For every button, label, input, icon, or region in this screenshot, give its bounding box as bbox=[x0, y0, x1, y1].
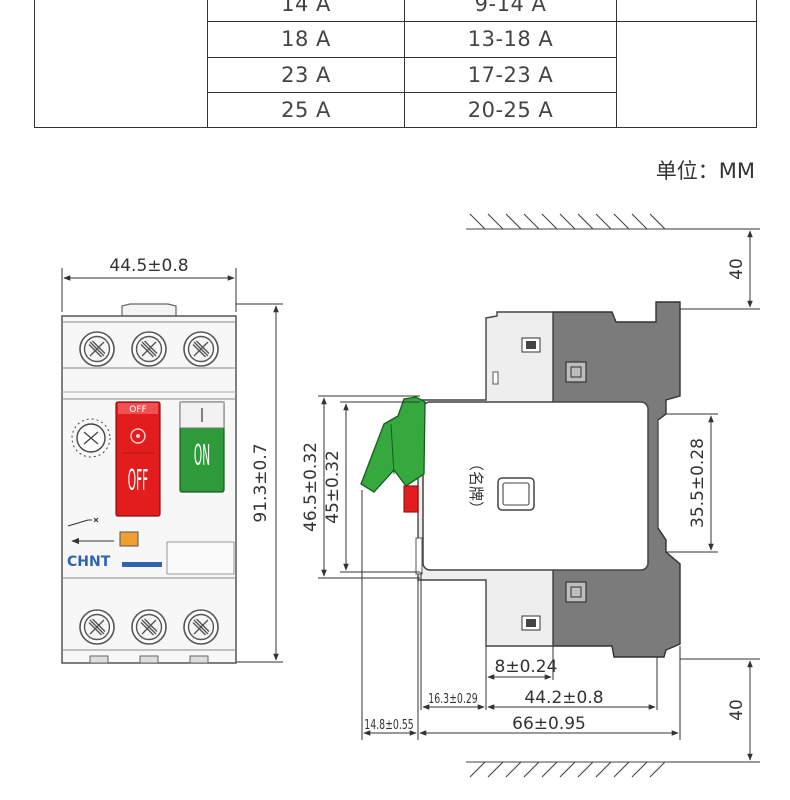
front-height-label: 91.3±0.7 bbox=[251, 443, 271, 522]
table-cell-range: 20-25 A bbox=[404, 91, 617, 129]
dim-rail-height: 35.5±0.28 bbox=[666, 413, 718, 553]
terminal-screw-icon bbox=[183, 609, 219, 645]
off-button[interactable]: OFF OFF bbox=[115, 401, 161, 517]
trip-indicator bbox=[67, 517, 139, 547]
dim-45: 45±0.32 bbox=[323, 401, 420, 573]
front-height-dimension: 91.3±0.7 bbox=[236, 303, 283, 663]
brand-logo: CHNT bbox=[67, 554, 111, 570]
table-row: 23 A 17-23 A bbox=[35, 56, 757, 93]
off-top-label: OFF bbox=[129, 405, 146, 415]
table-cell-blank bbox=[616, 21, 757, 128]
label-area bbox=[166, 541, 235, 575]
on-handle[interactable] bbox=[360, 396, 426, 493]
table-cell-range: 13-18 A bbox=[404, 21, 617, 58]
table-cell-blank bbox=[34, 0, 208, 128]
dim-44-2-label: 44.2±0.8 bbox=[524, 688, 603, 708]
rating-table: 14 A 9-14 A 18 A 13-18 A 23 A 17-23 A 25… bbox=[34, 0, 757, 129]
terminal-screw-icon bbox=[79, 609, 115, 645]
on-button[interactable]: ON bbox=[179, 401, 225, 493]
brand-stripe bbox=[122, 562, 162, 567]
dim-46-5-label: 46.5±0.32 bbox=[301, 442, 321, 532]
nameplate-panel bbox=[422, 401, 649, 571]
side-view: （名牌） 40 40 35.5±0.28 bbox=[301, 213, 760, 778]
dim-14-8-label: 14.8±0.55 bbox=[364, 716, 413, 732]
dim-top-clearance-label: 40 bbox=[727, 258, 747, 280]
dim-top-clearance: 40 bbox=[668, 228, 760, 310]
table-cell-rating: 25 A bbox=[207, 91, 405, 129]
on-button-label: ON bbox=[194, 440, 210, 473]
table-cell-range: 17-23 A bbox=[404, 56, 617, 93]
table-row: 18 A 13-18 A bbox=[35, 21, 757, 128]
top-wall-hatch bbox=[466, 213, 668, 230]
dim-bottom-clearance-label: 40 bbox=[727, 699, 747, 721]
table-cell-blank bbox=[616, 0, 757, 23]
unit-label: 单位：MM bbox=[655, 159, 755, 183]
dim-8-label: 8±0.24 bbox=[495, 657, 558, 677]
dim-rail-height-label: 35.5±0.28 bbox=[688, 438, 708, 528]
current-adjust-dial-icon bbox=[71, 418, 111, 458]
bottom-dimensions bbox=[361, 490, 681, 740]
off-button-label: OFF bbox=[128, 465, 148, 498]
nameplate-label: （名牌） bbox=[467, 456, 485, 516]
terminal-screw-icon bbox=[79, 331, 115, 367]
front-view: 44.5±0.8 91.3±0.7 bbox=[61, 256, 283, 664]
dim-66-label: 66±0.95 bbox=[512, 714, 586, 734]
front-width-dimension: 44.5±0.8 bbox=[61, 256, 237, 312]
dim-bottom-clearance: 40 bbox=[668, 658, 760, 763]
bottom-wall-hatch bbox=[466, 761, 668, 778]
front-width-label: 44.5±0.8 bbox=[109, 256, 188, 276]
off-handle[interactable] bbox=[403, 485, 419, 513]
table-row: 14 A 9-14 A bbox=[34, 0, 757, 128]
dim-45-label: 45±0.32 bbox=[323, 450, 343, 524]
dim-46-5: 46.5±0.32 bbox=[301, 395, 420, 579]
table-row: 25 A 20-25 A bbox=[35, 91, 757, 129]
terminal-screw-icon bbox=[183, 331, 219, 367]
table-cell-rating: 23 A bbox=[207, 56, 405, 93]
table-cell-rating: 18 A bbox=[207, 21, 405, 58]
dim-16-3-label: 16.3±0.29 bbox=[428, 690, 477, 706]
terminal-screw-icon bbox=[131, 609, 167, 645]
terminal-screw-icon bbox=[131, 331, 167, 367]
